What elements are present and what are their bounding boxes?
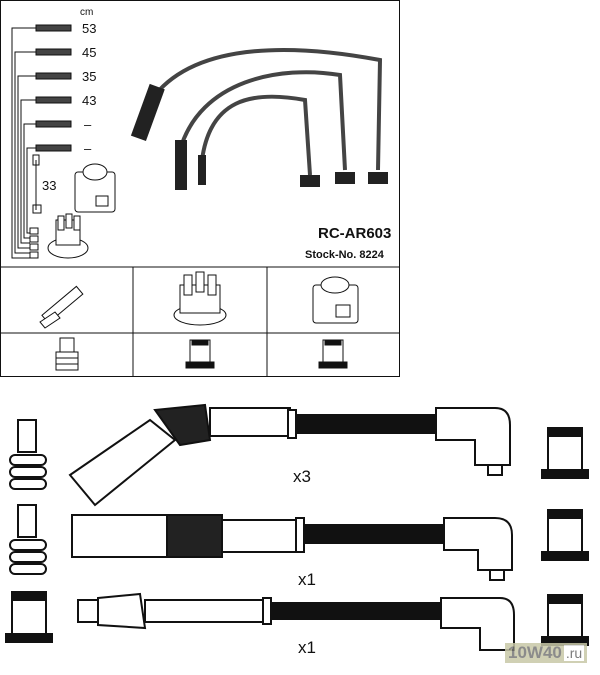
ignition-coil-component xyxy=(312,276,359,324)
coil-lead-length: 33 xyxy=(42,178,56,193)
terminal-icons xyxy=(55,337,348,371)
cable-ends xyxy=(130,83,388,190)
distributor-cap-component xyxy=(173,271,227,326)
lead-list xyxy=(11,24,72,259)
length-3: 35 xyxy=(82,69,96,84)
length-4: 43 xyxy=(82,93,96,108)
lead-detail-2 xyxy=(9,504,589,581)
spark-plug-icon xyxy=(39,285,84,329)
distributor-cap-icon xyxy=(47,213,89,259)
watermark-suffix: .ru xyxy=(563,645,585,661)
ignition-coil-icon xyxy=(74,163,116,213)
quantity-set-3: x1 xyxy=(298,638,316,657)
frame xyxy=(0,0,400,377)
watermark-text: 10W40 xyxy=(508,643,562,662)
cable-set-drawing xyxy=(153,47,383,176)
length-1: 53 xyxy=(82,21,96,36)
stock-number: Stock-No. 8224 xyxy=(305,249,385,261)
unit-label: cm xyxy=(80,7,93,18)
lead-detail-1 xyxy=(9,403,589,507)
watermark-logo: 10W40.ru xyxy=(505,643,588,663)
product-code: RC-AR603 xyxy=(318,225,391,242)
quantity-set-2: x1 xyxy=(298,570,316,589)
length-5: – xyxy=(84,117,92,132)
length-6: – xyxy=(84,141,92,156)
length-2: 45 xyxy=(82,45,96,60)
quantity-set-1: x3 xyxy=(293,467,311,486)
lead-detail-3 xyxy=(5,591,589,651)
